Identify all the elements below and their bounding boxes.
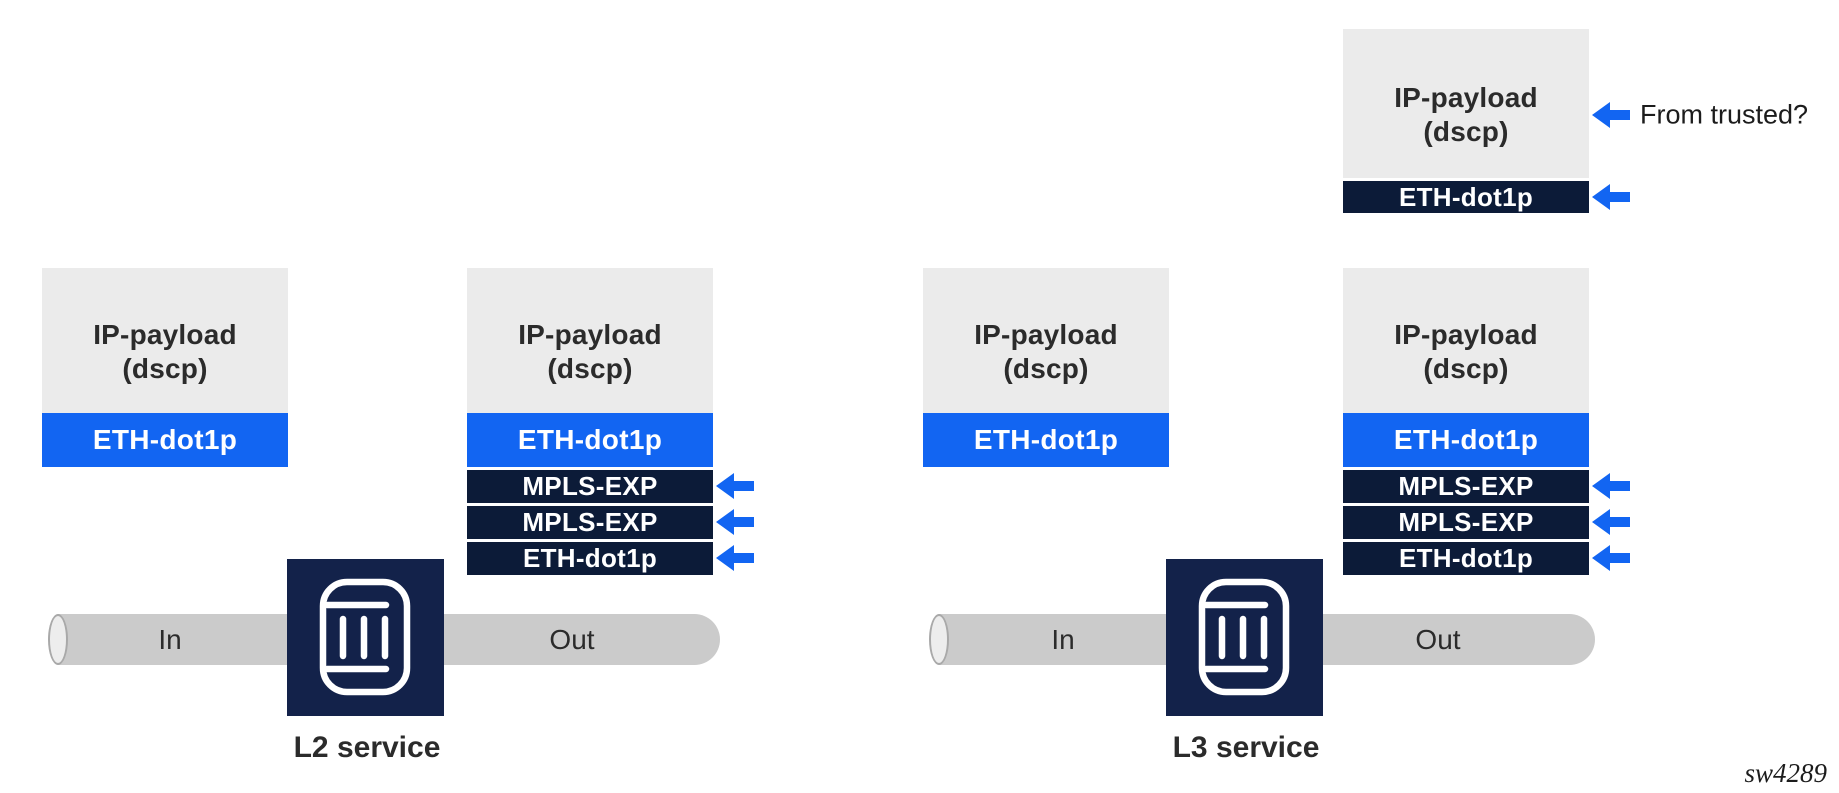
figure-watermark: sw4289: [1744, 758, 1827, 788]
router-icon: [1198, 578, 1290, 696]
ip-payload-box: IP-payload (dscp): [923, 268, 1169, 413]
from-trusted-label: From trusted?: [1640, 99, 1809, 130]
eth-dot1p-pushed-bar: ETH-dot1p: [467, 542, 713, 575]
mpls-exp-bar: MPLS-EXP: [1343, 506, 1589, 539]
l3-pipe-out-label: Out: [1415, 623, 1461, 655]
l3-pipe-end-cap: [929, 614, 949, 665]
marking-arrow-icon: [1592, 545, 1630, 571]
mpls-exp-bar: MPLS-EXP: [1343, 470, 1589, 503]
eth-dot1p-bar: ETH-dot1p: [42, 413, 288, 467]
dscp-label: (dscp): [547, 352, 633, 384]
ip-payload-label: IP-payload: [1394, 318, 1538, 350]
marking-arrow-icon: [1592, 473, 1630, 499]
mpls-exp-bar: MPLS-EXP: [467, 470, 713, 503]
dscp-label: (dscp): [1003, 352, 1089, 384]
l2-in-packet-stack: IP-payload (dscp) ETH-dot1p: [42, 268, 288, 467]
l2-router-node: [287, 559, 444, 716]
eth-dot1p-trusted-bar: ETH-dot1p: [1343, 181, 1589, 213]
ip-payload-label: IP-payload: [518, 318, 662, 350]
l3-router-node: [1166, 559, 1323, 716]
eth-dot1p-bar: ETH-dot1p: [1343, 413, 1589, 467]
ip-payload-box: IP-payload (dscp): [42, 268, 288, 413]
ip-payload-box: IP-payload (dscp): [1343, 268, 1589, 413]
marking-arrow-icon: [716, 473, 754, 499]
ip-payload-label: IP-payload: [93, 318, 237, 350]
l2-out-packet-stack: IP-payload (dscp) ETH-dot1p MPLS-EXP MPL…: [467, 268, 713, 575]
l2-service-label: L2 service: [293, 731, 441, 764]
ip-payload-label: IP-payload: [974, 318, 1118, 350]
trusted-dot1p-arrow-icon: [1592, 184, 1630, 210]
dscp-label: (dscp): [1423, 352, 1509, 384]
from-trusted-arrow-icon: [1592, 102, 1630, 128]
eth-dot1p-bar: ETH-dot1p: [923, 413, 1169, 467]
l2-pipe-in-label: In: [158, 623, 182, 655]
ip-payload-box: IP-payload (dscp): [467, 268, 713, 413]
l3-out-packet-stack: IP-payload (dscp) ETH-dot1p MPLS-EXP MPL…: [1343, 268, 1589, 575]
dscp-label: (dscp): [122, 352, 208, 384]
ip-payload-box: IP-payload (dscp): [1343, 29, 1589, 178]
l3-trusted-packet-stack: IP-payload (dscp) ETH-dot1p: [1343, 29, 1589, 213]
mpls-exp-bar: MPLS-EXP: [467, 506, 713, 539]
router-icon: [319, 578, 411, 696]
l3-pipe-in-label: In: [1051, 623, 1075, 655]
l2-pipe-out-label: Out: [549, 623, 595, 655]
l2-pipe-end-cap: [48, 614, 68, 665]
marking-arrow-icon: [1592, 509, 1630, 535]
l3-service-label: L3 service: [1172, 731, 1320, 764]
marking-arrow-icon: [716, 509, 754, 535]
ip-payload-label: IP-payload: [1394, 81, 1538, 113]
l3-in-packet-stack: IP-payload (dscp) ETH-dot1p: [923, 268, 1169, 467]
dscp-label: (dscp): [1423, 115, 1509, 147]
eth-dot1p-bar: ETH-dot1p: [467, 413, 713, 467]
marking-arrow-icon: [716, 545, 754, 571]
eth-dot1p-pushed-bar: ETH-dot1p: [1343, 542, 1589, 575]
